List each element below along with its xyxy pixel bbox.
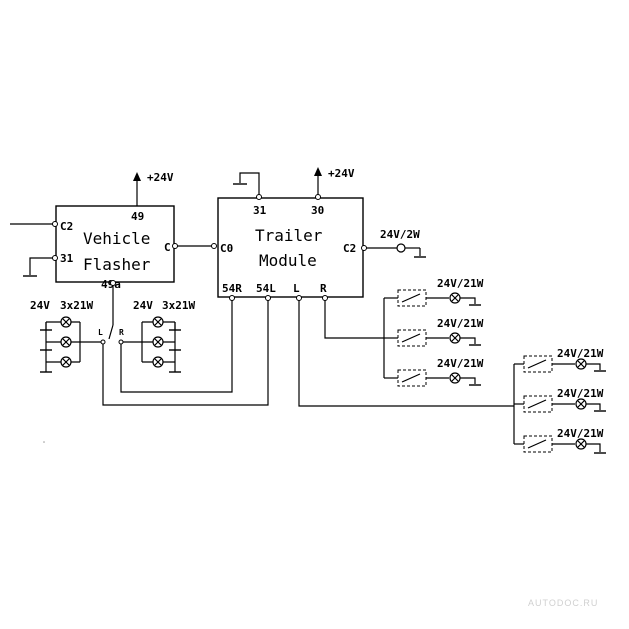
flasher-ground-wire (29, 257, 53, 275)
module-pin-54l (265, 295, 271, 301)
flasher-pin-c-label: C (164, 241, 171, 254)
flasher-supply-label: +24V (147, 171, 174, 184)
lr-switch-contact (108, 324, 114, 340)
lr-switch-right-label: R (119, 328, 124, 337)
flasher-pin-c2 (52, 221, 58, 227)
trailer-lamp-row-r2: 24V/21W (384, 317, 484, 347)
module-title-line1: Trailer (255, 226, 323, 245)
trailer-lamp-row-l3: 24V/21W (514, 427, 606, 454)
module-pin-c0-label: C0 (220, 242, 233, 255)
indicator-lamp-icon (396, 243, 406, 253)
trailer-lamp-row-r3: 24V/21W (384, 357, 484, 387)
watermark-text: AUTODOC.RU (528, 598, 598, 608)
module-pin-r (322, 295, 328, 301)
flasher-supply-arrow-icon (133, 172, 141, 181)
module-pin-30 (315, 194, 321, 200)
right-lamp-group (141, 316, 181, 373)
lr-switch-left-contact (100, 339, 106, 345)
flasher-pin-31 (52, 255, 58, 261)
module-pin-c2-label: C2 (343, 242, 356, 255)
module-pin-31 (256, 194, 262, 200)
flasher-title-line2: Flasher (83, 255, 151, 274)
module-pin-c0 (211, 243, 217, 249)
trailer-lamp-label: 24V/21W (557, 427, 604, 440)
flasher-pin-49a (110, 280, 116, 286)
flasher-pin-c (172, 243, 178, 249)
lr-switch-right-contact (118, 339, 124, 345)
left-lamp-group (40, 316, 81, 373)
trailer-lamp-label: 24V/21W (557, 387, 604, 400)
trailer-lamp-label: 24V/21W (437, 277, 484, 290)
right-group-load: 3x21W (162, 299, 195, 312)
wire-r-output (324, 300, 384, 339)
module-pin-c2 (361, 245, 367, 251)
trailer-lamp-label: 24V/21W (557, 347, 604, 360)
module-pin-r-label: R (320, 282, 327, 295)
wire-54l (102, 300, 269, 406)
module-pin-54r-label: 54R (222, 282, 242, 295)
module-pin-31-label: 31 (253, 204, 267, 217)
module-pin-30-label: 30 (311, 204, 324, 217)
left-group-load: 3x21W (60, 299, 93, 312)
trailer-lamp-label: 24V/21W (437, 357, 484, 370)
indicator-lamp-label: 24V/2W (380, 228, 420, 241)
module-pin-54l-label: 54L (256, 282, 276, 295)
trailer-lamp-label: 24V/21W (437, 317, 484, 330)
wire-l-output (298, 300, 514, 407)
flasher-pin-c2-label: C2 (60, 220, 73, 233)
trailer-module-box (217, 197, 364, 298)
module-ground-wire (239, 172, 260, 195)
module-pin-54r (229, 295, 235, 301)
module-supply-arrow-icon (314, 167, 322, 176)
flasher-title-line1: Vehicle (83, 229, 150, 248)
stray-dot (43, 441, 45, 443)
vehicle-flasher-box (55, 205, 175, 283)
flasher-pin-31-label: 31 (60, 252, 74, 265)
flasher-pin-49-label: 49 (131, 210, 144, 223)
module-pin-l-label: L (293, 282, 300, 295)
wire-54r (120, 300, 233, 393)
left-group-rating: 24V (30, 299, 50, 312)
module-supply-label: +24V (328, 167, 355, 180)
right-group-rating: 24V (133, 299, 153, 312)
trailer-lamp-row-r1: 24V/21W (384, 277, 484, 307)
trailer-lamp-row-l2: 24V/21W (514, 387, 606, 413)
module-pin-l (296, 295, 302, 301)
module-title-line2: Module (259, 251, 317, 270)
trailer-lamp-row-l1: 24V/21W (514, 347, 606, 373)
lr-switch-left-label: L (98, 328, 103, 337)
